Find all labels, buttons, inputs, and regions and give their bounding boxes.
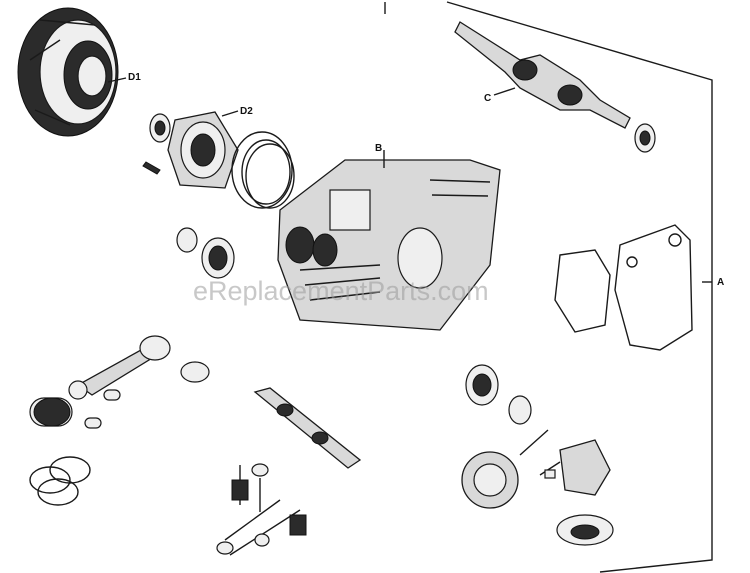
callout-leader-d1 xyxy=(107,77,127,83)
callout-leader-d2 xyxy=(221,110,239,117)
camshaft-valve-train xyxy=(216,387,362,556)
callout-c: C xyxy=(484,93,491,104)
seal-gear-pump xyxy=(461,364,614,546)
callout-leader-c xyxy=(493,87,516,96)
flywheel-housing xyxy=(17,7,119,137)
callout-d1: D1 xyxy=(128,72,141,83)
connecting-rod-piston xyxy=(29,335,210,506)
main-bearings xyxy=(176,227,235,279)
cylinder-block xyxy=(277,159,501,331)
crankshaft xyxy=(454,21,656,153)
callout-b: B xyxy=(375,143,382,154)
gaskets xyxy=(554,224,693,351)
bearing-plate-assembly xyxy=(142,111,295,209)
watermark: eReplacementParts.com xyxy=(193,276,489,306)
callout-d2: D2 xyxy=(240,106,253,117)
callout-a: A xyxy=(717,277,724,288)
group-bracket-a xyxy=(384,1,713,573)
